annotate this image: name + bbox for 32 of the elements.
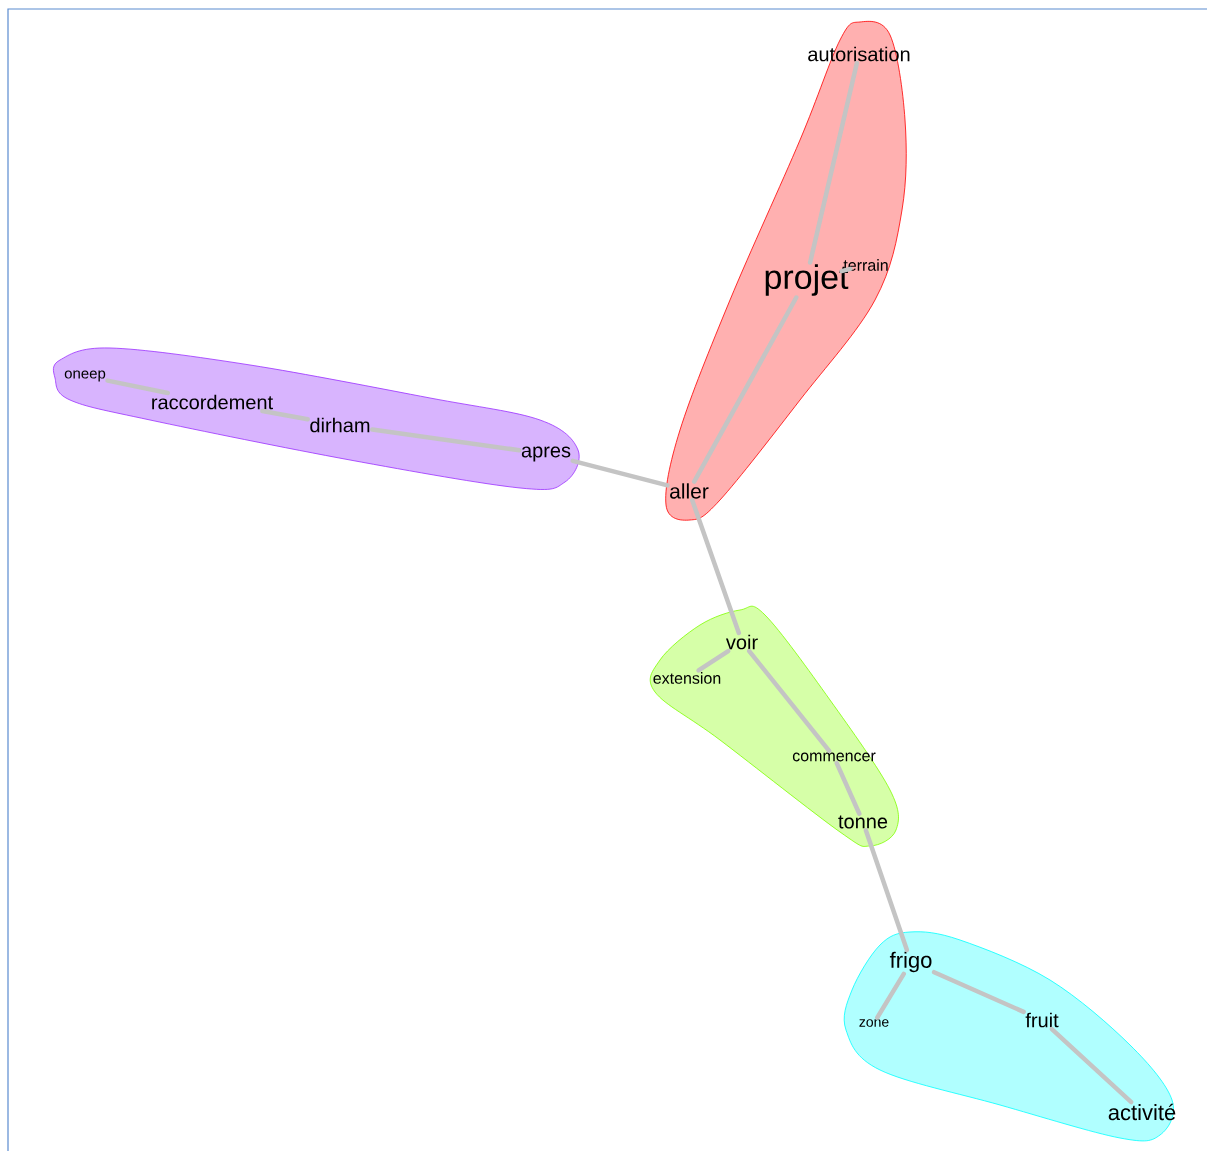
word-label: raccordement <box>152 394 273 410</box>
link-line <box>807 60 860 265</box>
link-line <box>834 760 862 816</box>
word-label: tonne <box>838 815 888 829</box>
word-label: extension <box>653 672 721 684</box>
link-line <box>839 266 853 274</box>
word-label: aller <box>670 483 709 499</box>
word-label: oneep <box>64 370 106 382</box>
link-line <box>747 648 832 754</box>
link-line <box>690 498 742 636</box>
link-line <box>875 971 906 1020</box>
word-label: activité <box>1108 1103 1176 1121</box>
word-label: zone <box>859 1019 889 1027</box>
link-line <box>370 427 522 453</box>
link-line <box>1049 1026 1134 1105</box>
word-label: apres <box>521 446 571 462</box>
link-line <box>105 378 171 396</box>
link-line <box>260 408 310 422</box>
word-label: dirham <box>310 417 370 433</box>
word-label: voir <box>725 634 758 650</box>
link-line <box>696 648 731 673</box>
word-label: frigo <box>889 951 932 973</box>
link-line <box>570 458 670 488</box>
link-line <box>691 295 799 484</box>
link-line <box>931 969 1026 1015</box>
cluster-blob <box>649 605 899 847</box>
cluster-blob <box>53 347 580 490</box>
cluster-blob <box>843 931 1174 1142</box>
word-label: autorisation <box>808 46 910 62</box>
link-line <box>863 828 910 953</box>
word-label: commencer <box>792 752 876 762</box>
word-label: fruit <box>1025 1012 1059 1028</box>
